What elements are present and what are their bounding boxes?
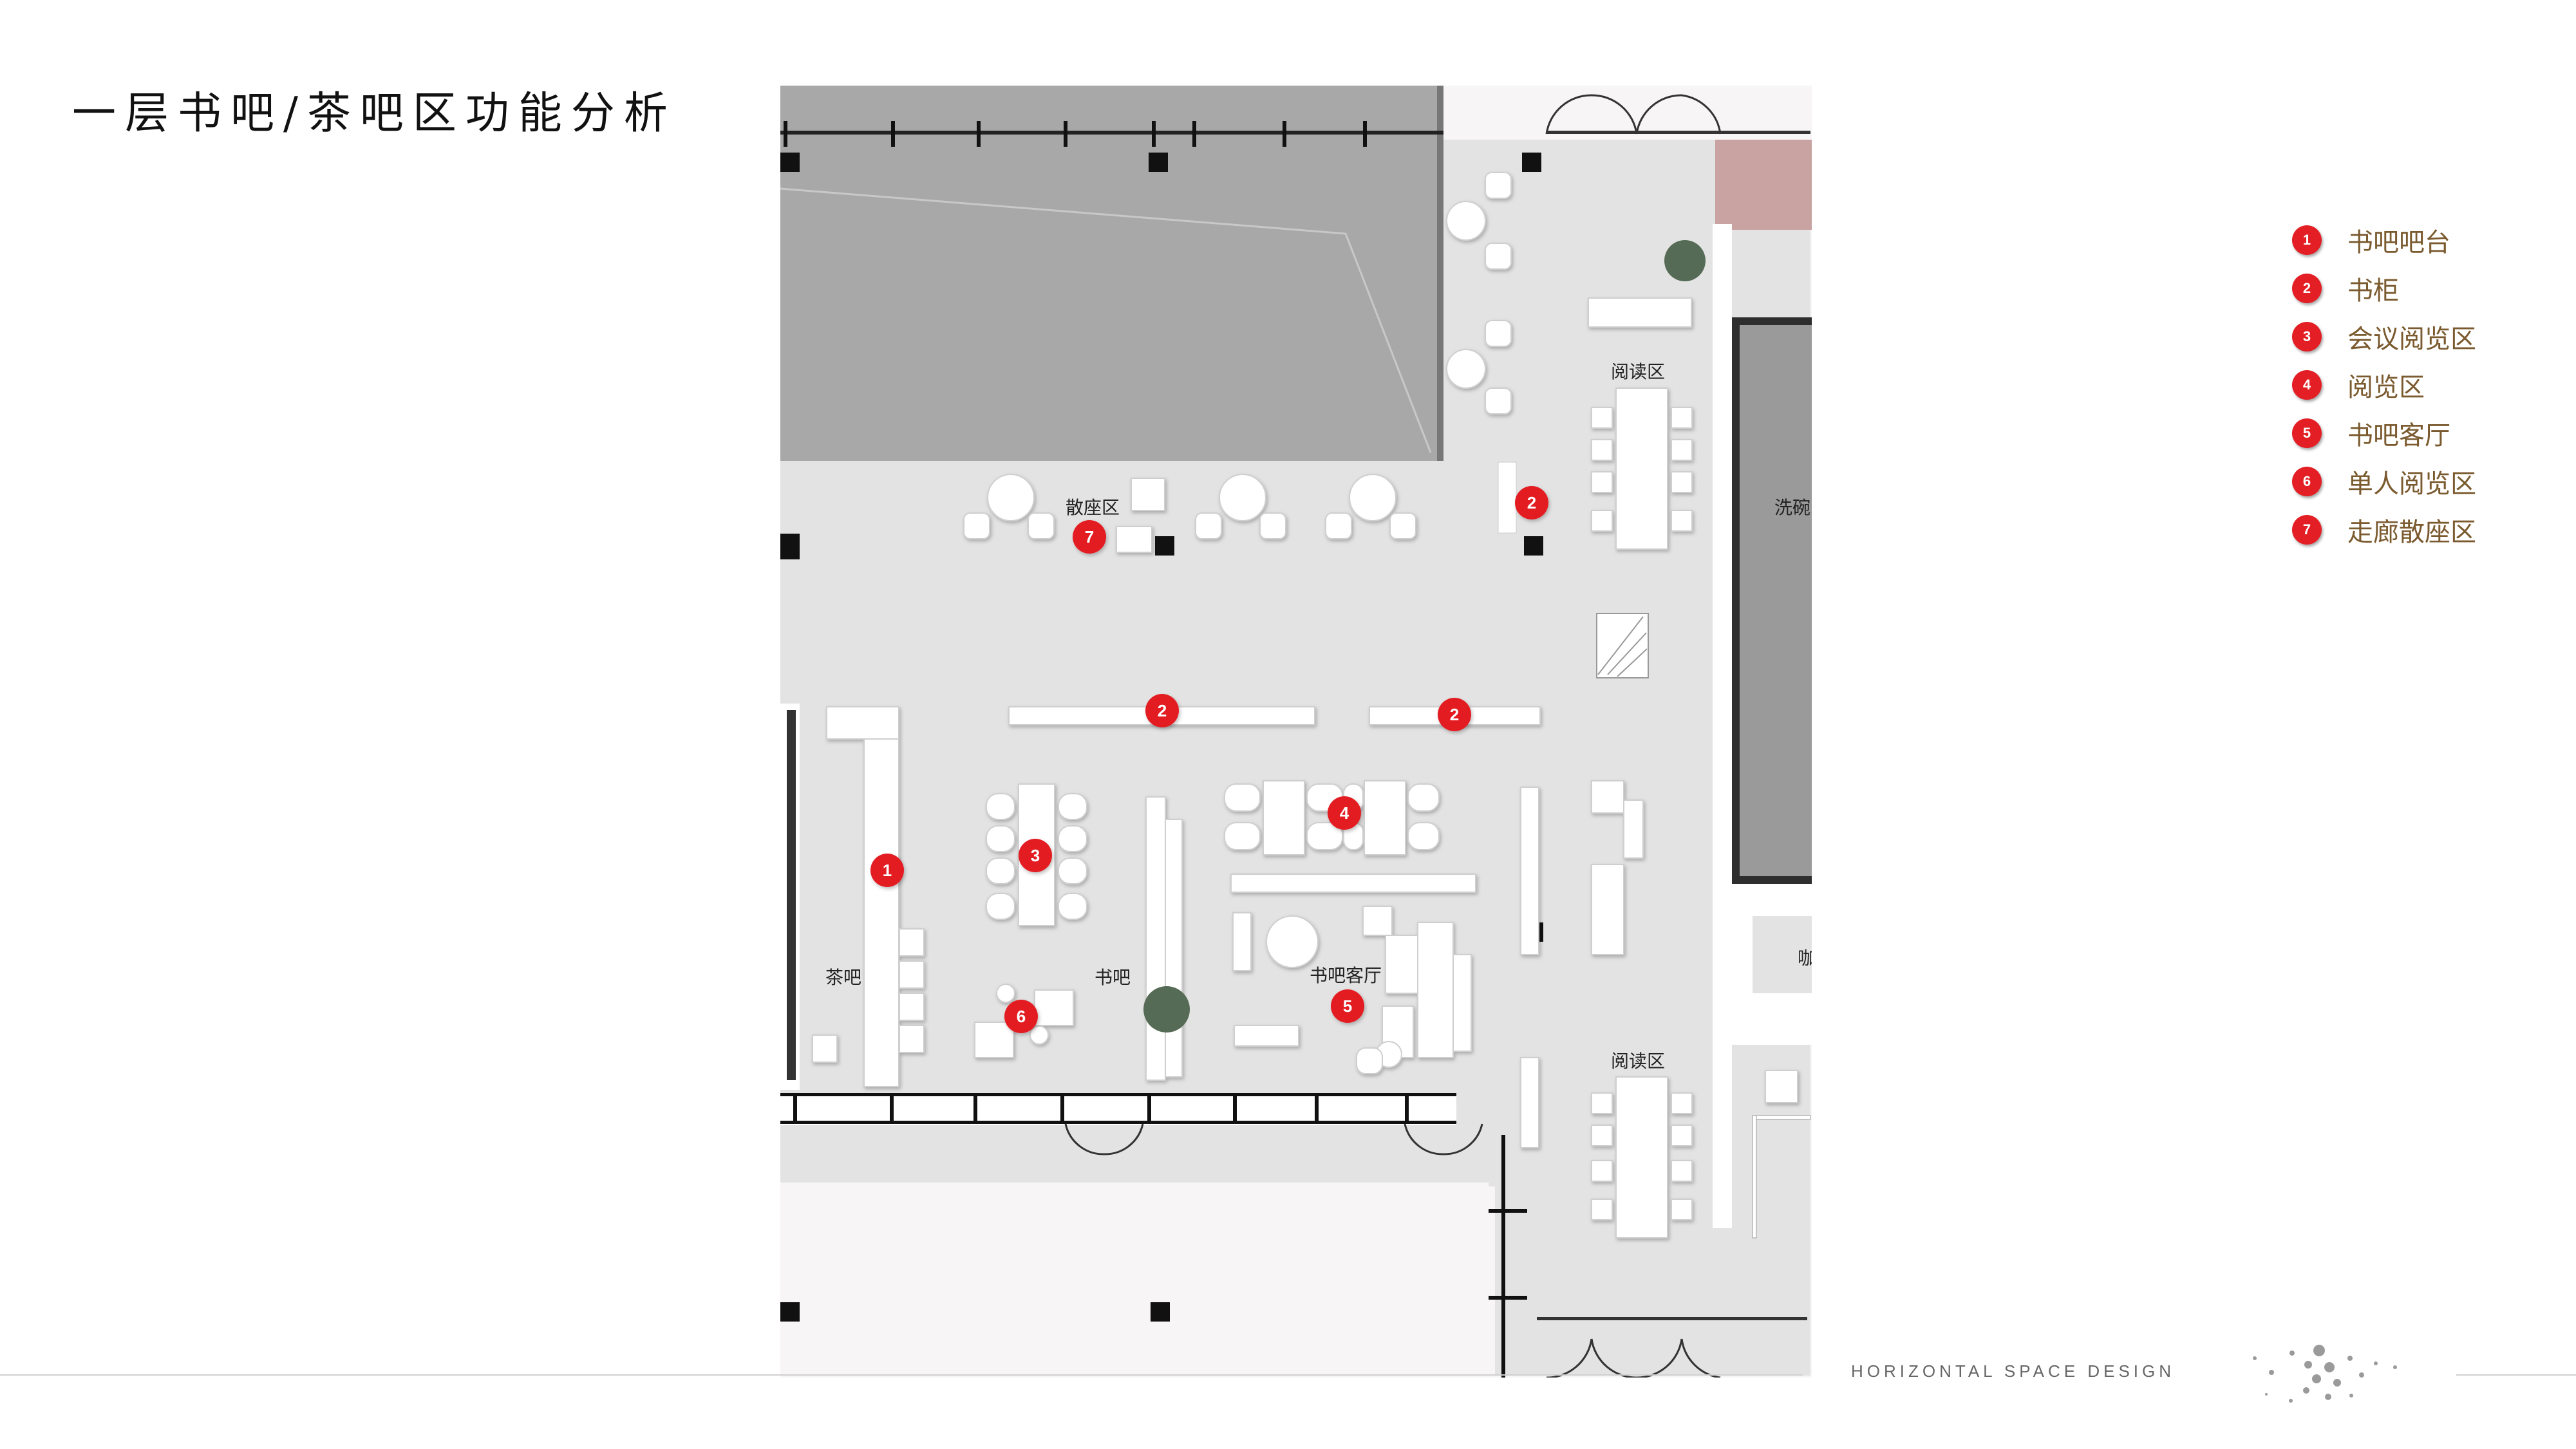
legend-badge: 6 xyxy=(2292,466,2322,496)
svg-text:1: 1 xyxy=(883,861,892,880)
svg-text:7: 7 xyxy=(1085,527,1094,547)
legend-label: 书柜 xyxy=(2347,276,2399,306)
roof-block xyxy=(780,86,1437,461)
label-cafe-partial: 咖 xyxy=(1798,948,1812,969)
legend: 1 书吧吧台 2 书柜 3 会议阅览区 4 阅览区 5 书吧客厅 6 单人阅览区… xyxy=(2292,216,2476,554)
legend-badge: 2 xyxy=(2292,273,2322,303)
footer-divider xyxy=(0,1374,1803,1376)
book-bar-shelf xyxy=(1145,796,1183,1081)
legend-badge: 1 xyxy=(2292,225,2322,255)
marker-4: 4 xyxy=(1328,796,1361,830)
pink-room xyxy=(1715,140,1812,230)
footer-divider xyxy=(2456,1374,2576,1376)
svg-text:5: 5 xyxy=(1343,996,1352,1016)
label-tea-bar: 茶吧 xyxy=(825,967,861,988)
scattered-seating-group xyxy=(963,172,1512,553)
svg-text:3: 3 xyxy=(1031,846,1040,865)
svg-text:2: 2 xyxy=(1158,701,1167,720)
brand-dots-logo xyxy=(2247,1339,2421,1412)
legend-label: 走廊散座区 xyxy=(2347,517,2476,547)
legend-label: 单人阅览区 xyxy=(2347,469,2476,499)
outdoor-area xyxy=(780,1186,1495,1378)
label-book-bar: 书吧 xyxy=(1095,967,1131,988)
tea-bar-counter xyxy=(812,706,925,1087)
legend-badge: 7 xyxy=(2292,514,2322,545)
footer-brand: HORIZONTAL SPACE DESIGN xyxy=(1851,1361,2176,1381)
legend-label: 书吧客厅 xyxy=(2347,420,2450,451)
dishwashing-room xyxy=(1740,325,1812,876)
svg-text:2: 2 xyxy=(1527,493,1536,512)
legend-label: 书吧吧台 xyxy=(2347,227,2450,257)
label-reading-top: 阅读区 xyxy=(1611,361,1665,382)
svg-text:6: 6 xyxy=(1017,1007,1026,1026)
legend-item: 6 单人阅览区 xyxy=(2292,457,2476,505)
legend-item: 4 阅览区 xyxy=(2292,360,2476,409)
legend-item: 7 走廊散座区 xyxy=(2292,505,2476,554)
legend-badge: 4 xyxy=(2292,369,2322,400)
marker-2: 2 xyxy=(1515,486,1548,519)
legend-label: 会议阅览区 xyxy=(2347,324,2476,354)
plant xyxy=(1664,240,1706,281)
marker-5: 5 xyxy=(1331,989,1364,1023)
page-title: 一层书吧/茶吧区功能分析 xyxy=(72,88,677,139)
reading-area-bottom-furniture xyxy=(1591,780,1798,1239)
legend-item: 5 书吧客厅 xyxy=(2292,409,2476,457)
legend-badge: 3 xyxy=(2292,321,2322,351)
marker-2: 2 xyxy=(1145,694,1179,727)
legend-item: 2 书柜 xyxy=(2292,264,2476,312)
legend-item: 1 书吧吧台 xyxy=(2292,216,2476,264)
marker-1: 1 xyxy=(870,854,904,887)
book-bar-lounge-furniture xyxy=(1232,906,1472,1074)
label-book-bar-lounge: 书吧客厅 xyxy=(1310,965,1382,986)
marker-6: 6 xyxy=(1004,1000,1038,1033)
floor-plan: 散座区 阅读区 阅读区 洗碗 咖 茶吧 书吧 书吧客厅 7 2 2 2 1 3 … xyxy=(780,86,1812,1378)
legend-label: 阅览区 xyxy=(2347,372,2425,402)
conference-reading-furniture xyxy=(986,783,1087,926)
single-reading-furniture xyxy=(974,984,1074,1058)
marker-2: 2 xyxy=(1438,698,1471,731)
marker-3: 3 xyxy=(1019,839,1052,872)
legend-badge: 5 xyxy=(2292,418,2322,448)
marker-7: 7 xyxy=(1073,520,1106,554)
label-scattered-seating: 散座区 xyxy=(1066,497,1120,518)
legend-item: 3 会议阅览区 xyxy=(2292,312,2476,360)
svg-text:4: 4 xyxy=(1340,803,1349,823)
label-reading-bottom: 阅读区 xyxy=(1611,1051,1665,1072)
svg-text:2: 2 xyxy=(1450,705,1459,724)
label-dishwashing: 洗碗 xyxy=(1774,497,1810,518)
reading-area-top-furniture xyxy=(1588,297,1693,550)
